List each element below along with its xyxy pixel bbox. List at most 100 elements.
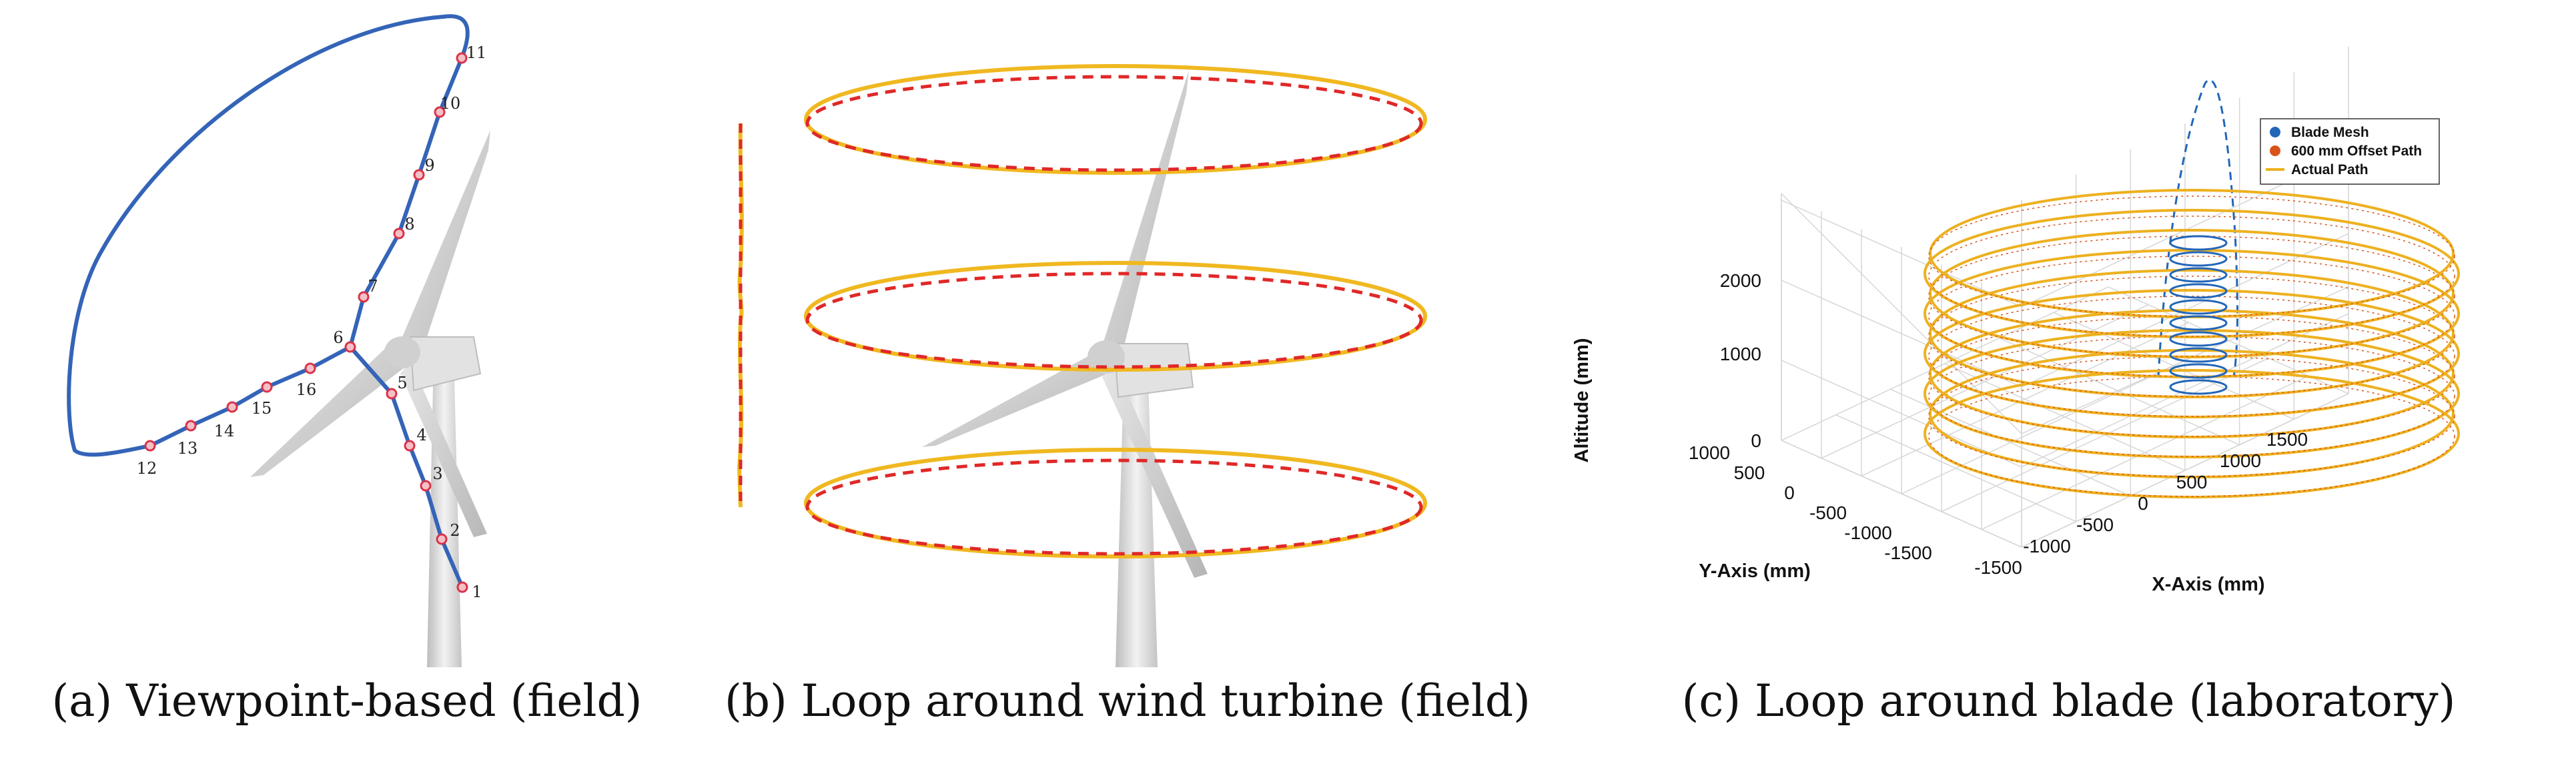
turbine-blade [922,354,1108,447]
x-tick-label: -1000 [2023,536,2071,556]
blade-mesh-ring [2169,235,2228,251]
offset-path-loop [1928,236,2455,357]
legend-entry: Actual Path [2291,162,2369,177]
caption-c: (c) Loop around blade (laboratory) [1681,675,2456,727]
actual-path-loop [1923,209,2460,338]
turbine-blade [250,342,407,477]
caption-a: (a) Viewpoint-based (field) [51,675,642,727]
planned-path-loop [805,458,1423,556]
waypoint-marker [436,533,448,545]
offset-path-loop [1928,256,2455,377]
x-tick-label: 1000 [2220,450,2261,471]
waypoint-label: 9 [424,156,434,175]
waypoint-label: 13 [177,439,198,458]
waypoint-label: 12 [137,459,157,478]
z-tick-label: 2000 [1720,270,1761,291]
waypoint-label: 11 [466,43,487,62]
waypoint-label: 4 [416,426,426,444]
blade-mesh-ring [2169,331,2228,347]
actual-path-loop [1923,369,2460,498]
y-tick-label: 500 [1734,462,1765,483]
grid-line [1781,440,2022,548]
panel-loop-turbine: (b) Loop around wind turbine (field) [694,0,1561,758]
outer-loop-path [67,14,470,457]
loop-turbine-figure [737,64,1427,667]
x-tick-label: -500 [2076,514,2114,535]
waypoint-label: 15 [252,399,272,418]
waypoint-marker [420,480,432,492]
blade-mesh-ring [2169,299,2228,315]
waypoint-label: 2 [450,521,460,540]
offset-path-loop [1928,216,2455,337]
z-axis-label: Altitude (mm) [1571,338,1593,463]
legend-marker [2270,127,2280,137]
y-tick-label: 0 [1784,482,1795,503]
waypoint-marker [261,381,273,393]
blade-mesh-ring [2169,379,2228,395]
x-tick-label: 500 [2176,472,2208,492]
waypoint-marker [404,440,416,452]
waypoint-marker [456,581,468,593]
loop-paths [737,64,1427,558]
waypoint-label: 3 [432,464,442,483]
turbine-hub [384,336,420,368]
grid-line [2054,312,2294,420]
y-tick-label: -1000 [1844,522,1892,543]
waypoint-label: 6 [333,328,343,347]
planned-path-loop [805,272,1423,369]
grid-line [1944,363,2186,471]
offset-path-loop [1928,376,2455,497]
waypoint-label: 10 [440,94,461,113]
offset-path-loop [1928,276,2455,397]
x-tick-label: 0 [2138,493,2148,514]
caption-b: (b) Loop around wind turbine (field) [725,675,1531,727]
waypoint-label: 16 [296,380,317,399]
y-tick-label: 1000 [1689,442,1730,463]
actual-path-loop [804,64,1427,175]
x-tick-label: -1500 [1974,557,2022,578]
waypoint-label: 1 [472,583,482,601]
turbine-blade [400,130,490,347]
chart-paths [1923,79,2460,498]
actual-path-loop [1929,349,2455,478]
blade-mesh-ring [2169,347,2228,363]
wind-turbine-illustration [250,130,490,667]
legend-box [2260,118,2440,185]
blade-mesh-ring [2169,283,2228,299]
turbine-nacelle [409,336,482,392]
wind-turbine-illustration [922,70,1208,667]
blade-mesh-ring [2169,363,2228,379]
waypoint-marker [226,401,238,413]
x-axis-label: X-Axis (mm) [2152,574,2264,595]
chart-ticks: 01000200010005000-500-1000-1500-1500-100… [1689,270,2308,578]
y-tick-label: -1500 [1884,542,1932,563]
y-tick-label: -500 [1809,502,1847,523]
actual-path-loop [804,261,1427,372]
turbine-tower [1116,360,1158,667]
waypoint-label: 7 [368,277,378,296]
x-tick-label: 1500 [2266,429,2308,450]
waypoint-marker [434,106,446,118]
waypoint-marker [358,291,370,303]
actual-path-loop [1929,309,2455,438]
turbine-blade [400,360,487,537]
waypoint-marker [304,362,316,374]
actual-path-loop [804,448,1427,558]
waypoint-marker [144,440,156,452]
waypoint-label: 5 [397,374,407,392]
actual-path-loop [1923,289,2460,418]
z-tick-label: 0 [1751,430,1761,451]
waypoint-path-link [348,346,394,395]
flight-path [67,14,470,589]
waypoint-path-12-16 [149,345,352,448]
waypoint-label: 8 [404,215,414,234]
actual-path-loop [1929,269,2455,398]
waypoint-marker [185,420,197,432]
blade-mesh-ring [2169,315,2228,331]
blade-mesh-ring [2169,251,2228,267]
y-axis-label: Y-Axis (mm) [1699,560,1811,582]
legend-entry: Blade Mesh [2291,125,2369,140]
